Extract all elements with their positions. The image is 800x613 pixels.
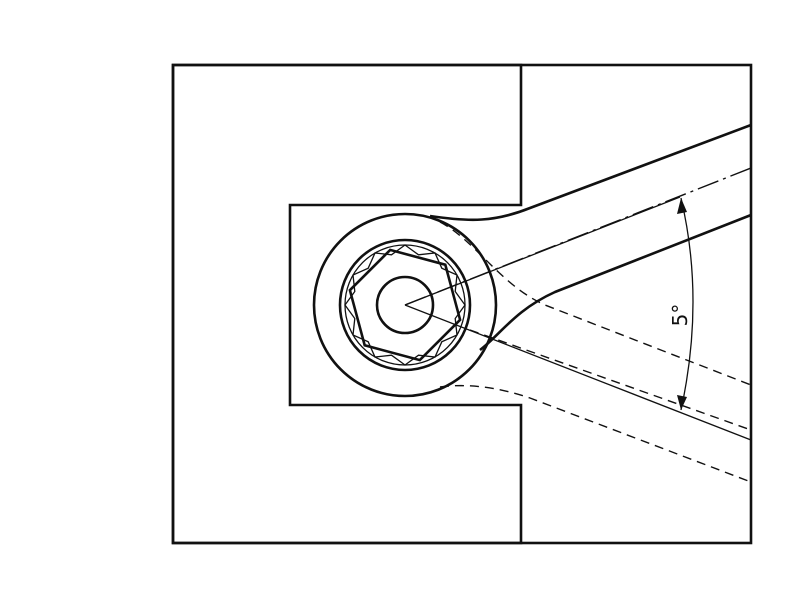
outer-frame: [171, 63, 753, 545]
extension-line-lower: [404, 304, 752, 441]
hex-nut: [348, 248, 462, 362]
wrench-ring-outer: [312, 212, 498, 398]
angle-label: 5°: [668, 304, 692, 327]
rotated-handle-lower-edge: [439, 384, 752, 483]
wrench-handle-upper-edge: [429, 123, 752, 222]
bolt-circle: [375, 275, 435, 335]
rotated-handle-upper-edge: [439, 221, 752, 386]
wrench-handle-lower-edge: [479, 213, 752, 352]
socket-ring: [338, 238, 472, 372]
centerline-lower: [469, 329, 752, 431]
extension-line-upper: [404, 196, 681, 306]
arrowhead-top: [677, 198, 687, 214]
arrowhead-bottom: [677, 395, 687, 410]
angle-dimension-arc: [680, 197, 694, 411]
twelve-point-socket: [344, 244, 466, 366]
